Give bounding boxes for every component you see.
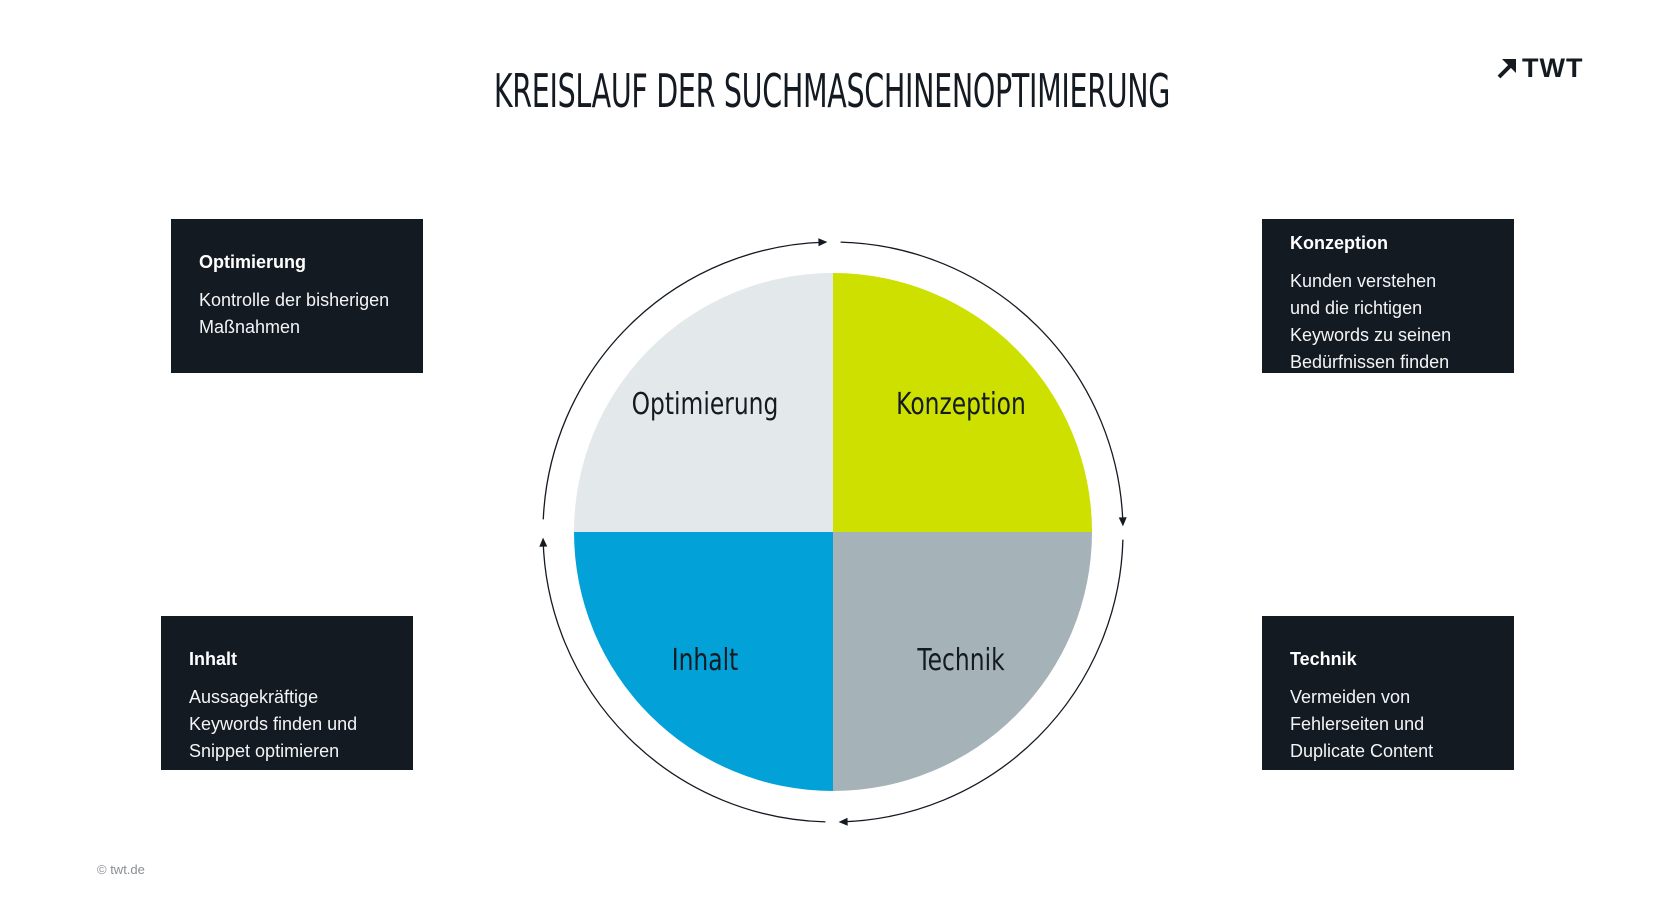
quadrant-optimierung [574,273,833,532]
card-konzeption: Konzeption Kunden verstehen und die rich… [1262,219,1514,373]
quadrant-label: Optimierung [632,387,779,422]
cycle-arc [840,539,1124,823]
quadrant-konzeption [833,273,1092,532]
cycle-arrowhead-icon [838,817,848,826]
quadrant-technik [833,532,1092,791]
quadrant-label: Inhalt [672,643,739,678]
card-text: Aussagekräftige Keywords finden und Snip… [189,687,358,761]
cycle-arrowhead-icon [539,537,548,547]
cycle-arrowhead-icon [818,238,828,247]
quadrant-label: Technik [916,643,1004,678]
cycle-arc [840,241,1124,525]
card-optimierung: Optimierung Kontrolle der bisherigen Maß… [171,219,423,373]
card-inhalt: Inhalt Aussagekräftige Keywords finden u… [161,616,413,770]
cycle-arc [542,241,826,520]
card-title: Konzeption [1290,233,1388,253]
arrow-up-right-icon [1497,59,1516,79]
logo-text: TWT [1522,52,1584,83]
page-title: KREISLAUF DER SUCHMASCHINENOPTIMIERUNG [493,64,1171,118]
card-text: Kunden verstehen und die richtigen Keywo… [1290,271,1452,372]
card-title: Inhalt [189,649,237,669]
card-text: Vermeiden von Fehlerseiten und Duplicate… [1290,687,1434,761]
quadrant-inhalt [574,532,833,791]
quadrant-label: Konzeption [896,387,1026,422]
card-title: Technik [1290,649,1357,669]
cycle-arc [542,539,826,823]
card-title: Optimierung [199,252,306,272]
twt-logo: TWT [1495,52,1583,84]
card-text: Kontrolle der bisherigen Maßnahmen [199,290,390,337]
cycle-arrowhead-icon [1118,517,1127,527]
card-technik: Technik Vermeiden von Fehlerseiten und D… [1262,616,1514,770]
copyright-footer: © twt.de [97,862,145,877]
